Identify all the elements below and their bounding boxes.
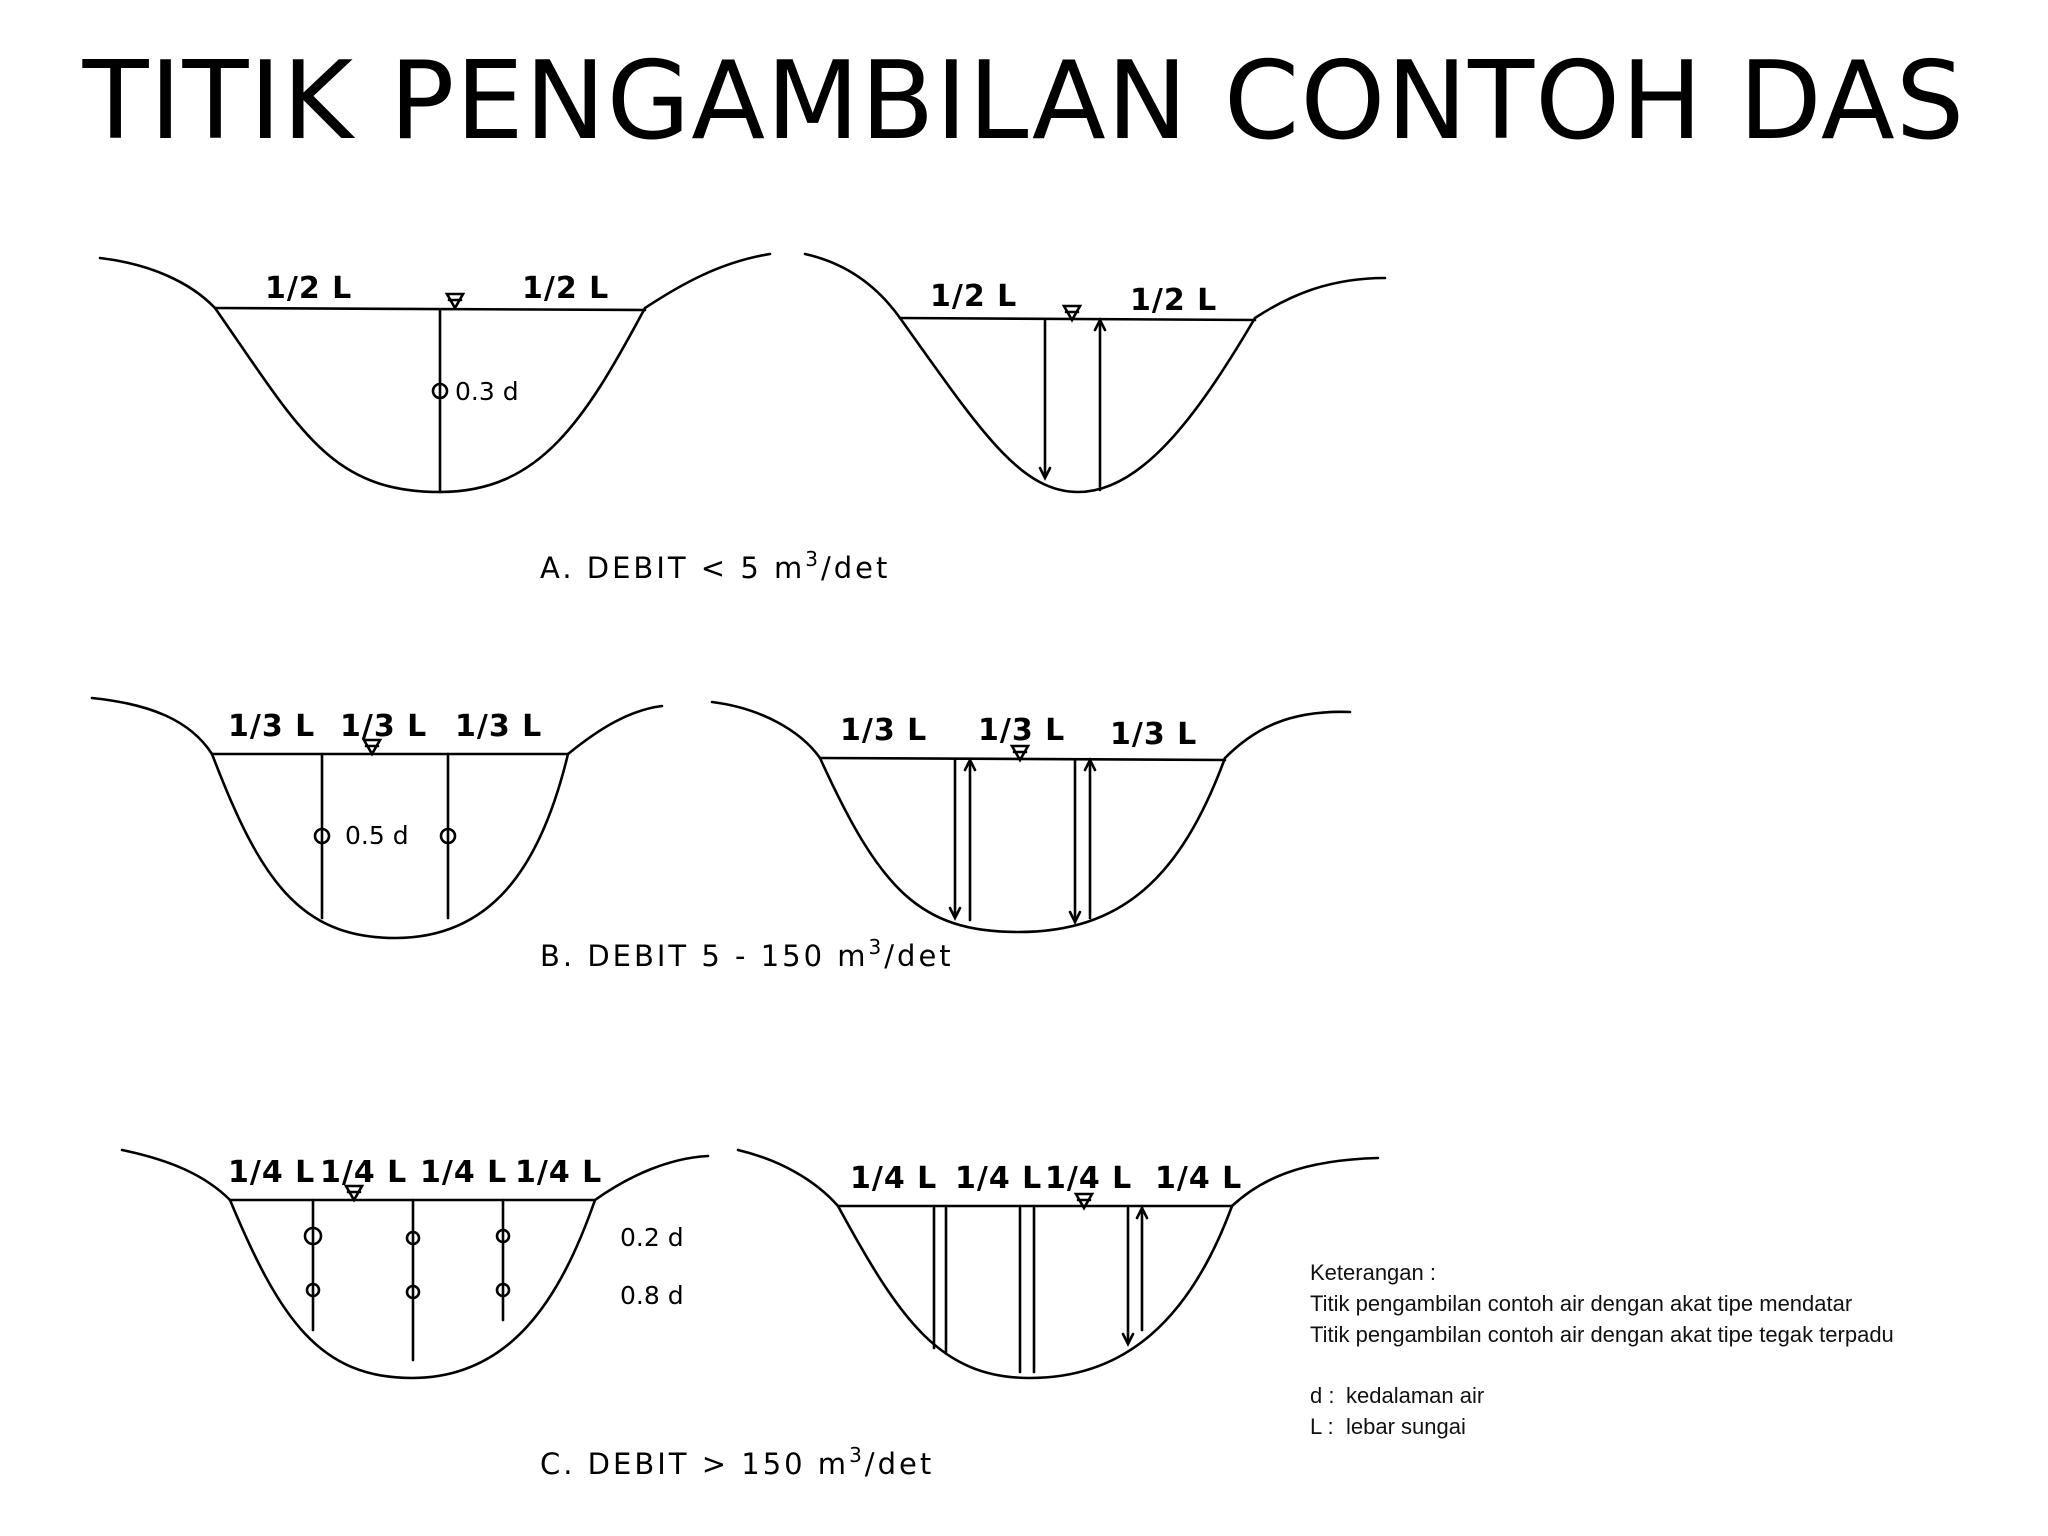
riverbank-right (593, 1154, 710, 1202)
width-label: 1/4 L (1045, 1161, 1132, 1196)
riverbank-left (120, 1148, 232, 1202)
riverbank-left (90, 696, 214, 756)
riverbank-left (736, 1148, 840, 1208)
diagram-c-vertical (736, 1148, 1380, 1380)
diagram-b-horizontal (90, 696, 664, 940)
diagram-b-vertical (710, 700, 1352, 934)
riverbank-right (566, 704, 664, 756)
width-label: 1/2 L (265, 271, 352, 306)
width-label: 1/3 L (455, 709, 542, 744)
diagram-a-labels: 1/2 L 1/2 L 0.3 d 1/2 L 1/2 L A. DEBIT <… (265, 271, 1217, 585)
water-level-symbol (444, 292, 466, 311)
sampling-point (495, 1228, 511, 1244)
width-label: 1/3 L (1110, 717, 1197, 752)
width-label: 1/4 L (420, 1155, 507, 1190)
channel-bed (818, 756, 1227, 934)
legend: Keterangan : Titik pengambilan contoh ai… (1310, 1257, 2040, 1442)
width-label: 1/2 L (930, 279, 1017, 314)
depth-note: 0.5 d (345, 821, 409, 850)
sampling-point (405, 1230, 421, 1246)
channel-bed (836, 1204, 1234, 1380)
width-label: 1/4 L (228, 1155, 315, 1190)
width-label: 1/4 L (955, 1161, 1042, 1196)
width-label: 1/2 L (1130, 283, 1217, 318)
water-level-symbol (1061, 304, 1083, 323)
diagram-c-labels: 1/4 L 1/4 L 1/4 L 1/4 L 0.2 d 0.8 d 1/4 … (228, 1155, 1242, 1481)
depth-note: 0.8 d (620, 1281, 684, 1310)
legend-depth-definition: d : kedalaman air (1310, 1380, 2040, 1411)
arrow-head (1068, 910, 1082, 925)
width-label: 1/4 L (1155, 1161, 1242, 1196)
riverbank-left (710, 700, 822, 760)
arrow-head (1121, 1332, 1135, 1347)
arrow-head (948, 906, 962, 921)
diagram-c-horizontal (120, 1148, 710, 1380)
width-label: 1/3 L (228, 709, 315, 744)
channel-bed (898, 316, 1257, 494)
channel-bed (213, 306, 647, 494)
page-title: TITIK PENGAMBILAN CONTOH DAS (82, 39, 1966, 164)
water-level-symbol (343, 1184, 365, 1203)
width-label: 1/4 L (320, 1155, 407, 1190)
diagram-a-vertical (803, 252, 1387, 494)
width-label: 1/4 L (515, 1155, 602, 1190)
arrow-head (1135, 1205, 1149, 1220)
depth-note: 0.3 d (455, 377, 519, 406)
legend-value: lebar sungai (1346, 1414, 1466, 1439)
riverbank-left (803, 252, 902, 320)
legend-width-definition: L : lebar sungai (1310, 1411, 2040, 1442)
riverbank-left (98, 256, 217, 310)
water-surface (213, 306, 647, 312)
riverbank-right (1230, 1156, 1380, 1208)
sampling-point (303, 1226, 323, 1246)
water-level-symbol (1009, 744, 1031, 763)
caption-b: B. DEBIT 5 - 150 m3/det (540, 935, 954, 973)
caption-c: C. DEBIT > 150 m3/det (540, 1443, 934, 1481)
sampling-point (439, 827, 457, 845)
arrow-head (1093, 317, 1107, 332)
legend-vertical-method: Titik pengambilan contoh air dengan akat… (1310, 1322, 1894, 1347)
legend-key: L : (1310, 1414, 1334, 1439)
legend-heading: Keterangan : (1310, 1260, 1436, 1285)
width-label: 1/2 L (522, 271, 609, 306)
legend-value: kedalaman air (1346, 1383, 1485, 1408)
diagram-b-labels: 1/3 L 1/3 L 1/3 L 0.5 d 1/3 L 1/3 L 1/3 … (228, 709, 1197, 973)
water-level-symbol (361, 738, 383, 757)
diagram-a-horizontal (98, 252, 772, 494)
width-label: 1/3 L (978, 713, 1065, 748)
legend-key: d : (1310, 1383, 1335, 1408)
arrow-head (1083, 757, 1097, 772)
riverbank-right (1253, 276, 1387, 320)
arrow-head (1038, 466, 1052, 481)
water-surface (898, 316, 1257, 322)
water-surface (818, 756, 1227, 762)
depth-note: 0.2 d (620, 1223, 684, 1252)
channel-bed (210, 752, 570, 940)
arrow-head (963, 757, 977, 772)
caption-a: A. DEBIT < 5 m3/det (540, 547, 890, 585)
width-label: 1/4 L (850, 1161, 937, 1196)
sampling-point (305, 1282, 321, 1298)
water-level-symbol (1073, 1192, 1095, 1211)
riverbank-right (643, 252, 772, 310)
width-label: 1/3 L (340, 709, 427, 744)
riverbank-right (1223, 710, 1352, 760)
legend-horizontal-method: Titik pengambilan contoh air dengan akat… (1310, 1291, 1853, 1316)
width-label: 1/3 L (840, 713, 927, 748)
sampling-point (405, 1284, 421, 1300)
sampling-point (495, 1282, 511, 1298)
sampling-point (431, 382, 449, 400)
channel-bed (228, 1198, 597, 1380)
sampling-point (313, 827, 331, 845)
